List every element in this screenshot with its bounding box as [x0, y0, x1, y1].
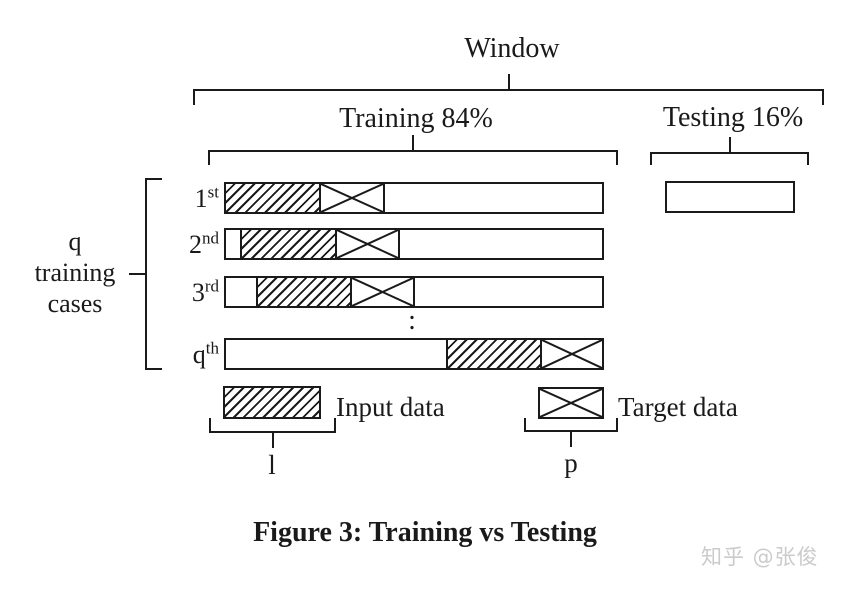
- row-1-ordinal: 1: [194, 184, 208, 213]
- row-2-label: 2nd: [155, 228, 219, 260]
- training-cases-label-line2: training: [34, 258, 116, 287]
- watermark: 知乎 @张俊: [701, 545, 819, 569]
- row-q-ordinal: q: [192, 340, 206, 369]
- row-q-target-segment: [540, 338, 604, 370]
- x-cross-icon: [542, 340, 602, 368]
- row-1-target-segment: [319, 182, 385, 214]
- p-measure-label: p: [564, 448, 578, 478]
- target-data-swatch-icon: [538, 387, 604, 419]
- x-cross-icon: [337, 230, 398, 258]
- training-cases-label: q training cases: [10, 226, 140, 319]
- row-2-ordinal: 2: [189, 230, 202, 259]
- p-measure-bracket: [524, 418, 618, 447]
- testing-box: [665, 181, 795, 213]
- x-cross-icon: [540, 389, 602, 417]
- row-2-target-segment: [335, 228, 400, 260]
- row-2-input-segment: [240, 228, 337, 260]
- legend-input-label: Input data: [336, 392, 445, 422]
- row-1-input-segment: [224, 182, 321, 214]
- rows-ellipsis: :: [408, 305, 416, 336]
- training-label: Training 84%: [339, 103, 493, 134]
- row-1-label: 1st: [155, 182, 219, 214]
- training-cases-brace: [129, 178, 162, 370]
- l-measure-label: l: [268, 450, 276, 480]
- training-cases-label-line3: cases: [47, 289, 103, 318]
- input-data-swatch-icon: [223, 386, 321, 419]
- row-3-target-segment: [350, 276, 415, 308]
- row-q-ordinal-suffix: th: [205, 338, 219, 358]
- legend-target-label: Target data: [618, 392, 738, 422]
- row-q-input-segment: [446, 338, 542, 370]
- figure-caption: Figure 3: Training vs Testing: [253, 517, 597, 548]
- row-3-ordinal-suffix: rd: [204, 276, 219, 296]
- row-1-ordinal-suffix: st: [207, 182, 219, 202]
- l-measure-bracket: [209, 418, 336, 448]
- row-3-ordinal: 3: [191, 278, 205, 307]
- x-cross-icon: [352, 278, 413, 306]
- window-label: Window: [464, 33, 560, 64]
- window-bracket: [193, 74, 824, 105]
- x-cross-icon: [321, 184, 383, 212]
- row-2-ordinal-suffix: nd: [202, 228, 219, 248]
- testing-label: Testing 16%: [662, 102, 804, 133]
- row-3-label: 3rd: [155, 276, 219, 308]
- testing-bracket: [650, 137, 809, 165]
- row-q-label: qth: [155, 338, 219, 370]
- training-bracket: [208, 135, 618, 165]
- training-cases-label-line1: q: [68, 227, 82, 256]
- row-3-input-segment: [256, 276, 352, 308]
